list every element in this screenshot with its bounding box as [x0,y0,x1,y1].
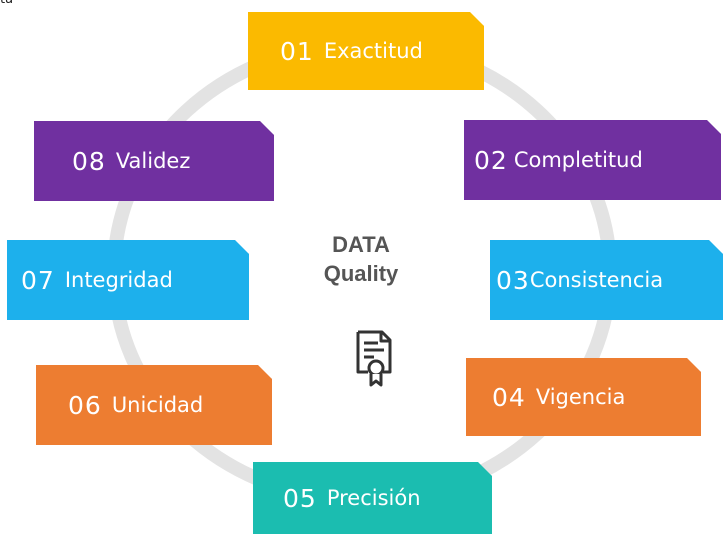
certificate-document-icon [356,330,392,387]
item-number: 05 [283,483,317,513]
quality-item-01: 01 Exactitud [248,12,484,90]
item-number: 03 [496,265,530,295]
center-title: DATA Quality [296,230,426,288]
item-label: Integridad [64,268,173,292]
quality-item-04: 04 Vigencia [466,358,701,436]
item-number: 08 [72,146,106,176]
quality-item-02: 02 Completitud [464,120,721,200]
quality-item-07: 07 Integridad [7,240,249,320]
cropped-text-fragment: ta [0,0,13,7]
item-label: Completitud [513,148,643,172]
item-number: 04 [492,382,526,412]
item-number: 01 [280,36,314,66]
center-title-line2: Quality [323,261,399,286]
quality-item-06: 06 Unicidad [36,365,272,445]
quality-item-08: 08 Validez [34,121,274,201]
item-number: 06 [68,390,102,420]
center-title-line1: DATA [332,232,390,257]
item-label: Consistencia [529,268,664,292]
item-label: Vigencia [535,385,626,409]
item-label: Precisión [326,486,421,510]
item-number: 07 [21,265,55,295]
item-label: Unicidad [111,393,204,417]
item-label: Validez [115,149,191,173]
quality-item-03: 03 Consistencia [490,240,723,320]
quality-item-05: 05 Precisión [253,462,492,534]
item-label: Exactitud [323,39,423,63]
item-number: 02 [474,145,508,175]
